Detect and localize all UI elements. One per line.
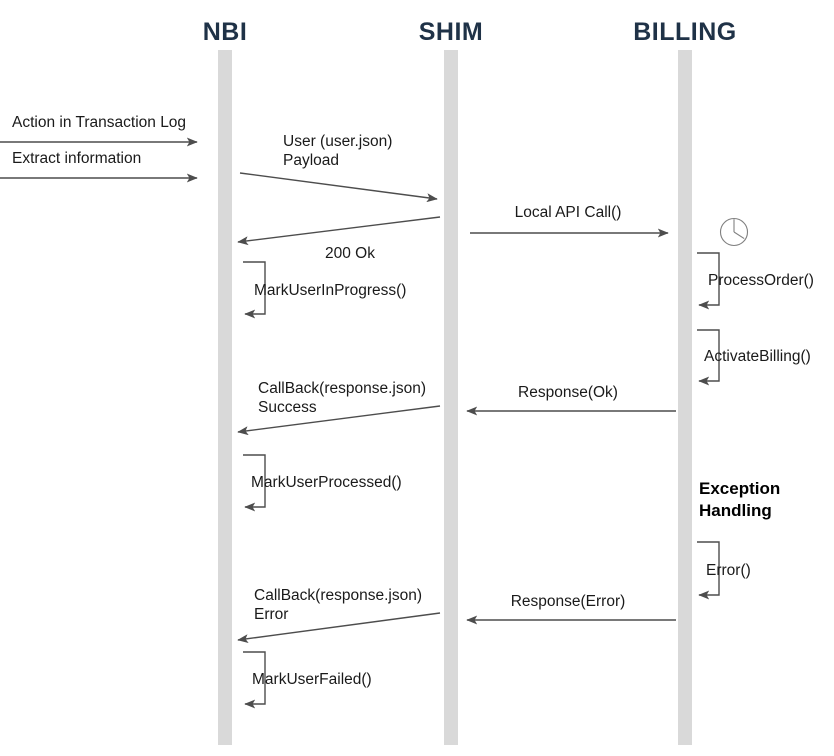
message-label-two-hundred-ok: 200 Ok <box>325 245 375 262</box>
message-label-callback-error: CallBack(response.json) Error <box>254 587 422 624</box>
lifeline-bar-shim <box>444 50 458 745</box>
arrow-two-hundred-ok <box>237 216 441 246</box>
lifeline-header-nbi: NBI <box>202 18 248 46</box>
self-call-label-process-order: ProcessOrder() <box>708 272 814 289</box>
annotation-exception-handling: Exception Handling <box>699 479 781 520</box>
arrow-user-payload <box>239 172 438 203</box>
lifeline-bar-nbi <box>218 50 232 745</box>
message-label-response-ok: Response(Ok) <box>518 384 618 401</box>
self-call-label-mark-user-failed: MarkUserFailed() <box>252 671 372 688</box>
message-label-local-api-call: Local API Call() <box>514 204 622 221</box>
lifeline-bar-billing <box>678 50 692 745</box>
message-label-extract-info: Extract information <box>12 150 142 167</box>
lifeline-header-shim: SHIM <box>418 18 484 46</box>
self-call-label-error: Error() <box>706 562 751 579</box>
message-label-user-payload: User (user.json) Payload <box>283 133 393 170</box>
message-label-action-log: Action in Transaction Log <box>12 114 187 131</box>
self-call-label-mark-user-in-progress: MarkUserInProgress() <box>254 282 407 299</box>
clock-icon <box>719 217 749 247</box>
self-call-label-activate-billing: ActivateBilling() <box>704 348 811 365</box>
message-label-callback-success: CallBack(response.json) Success <box>258 380 426 417</box>
lifeline-header-billing: BILLING <box>633 18 737 46</box>
self-call-label-mark-user-processed: MarkUserProcessed() <box>251 474 402 491</box>
message-label-response-error: Response(Error) <box>510 593 626 610</box>
